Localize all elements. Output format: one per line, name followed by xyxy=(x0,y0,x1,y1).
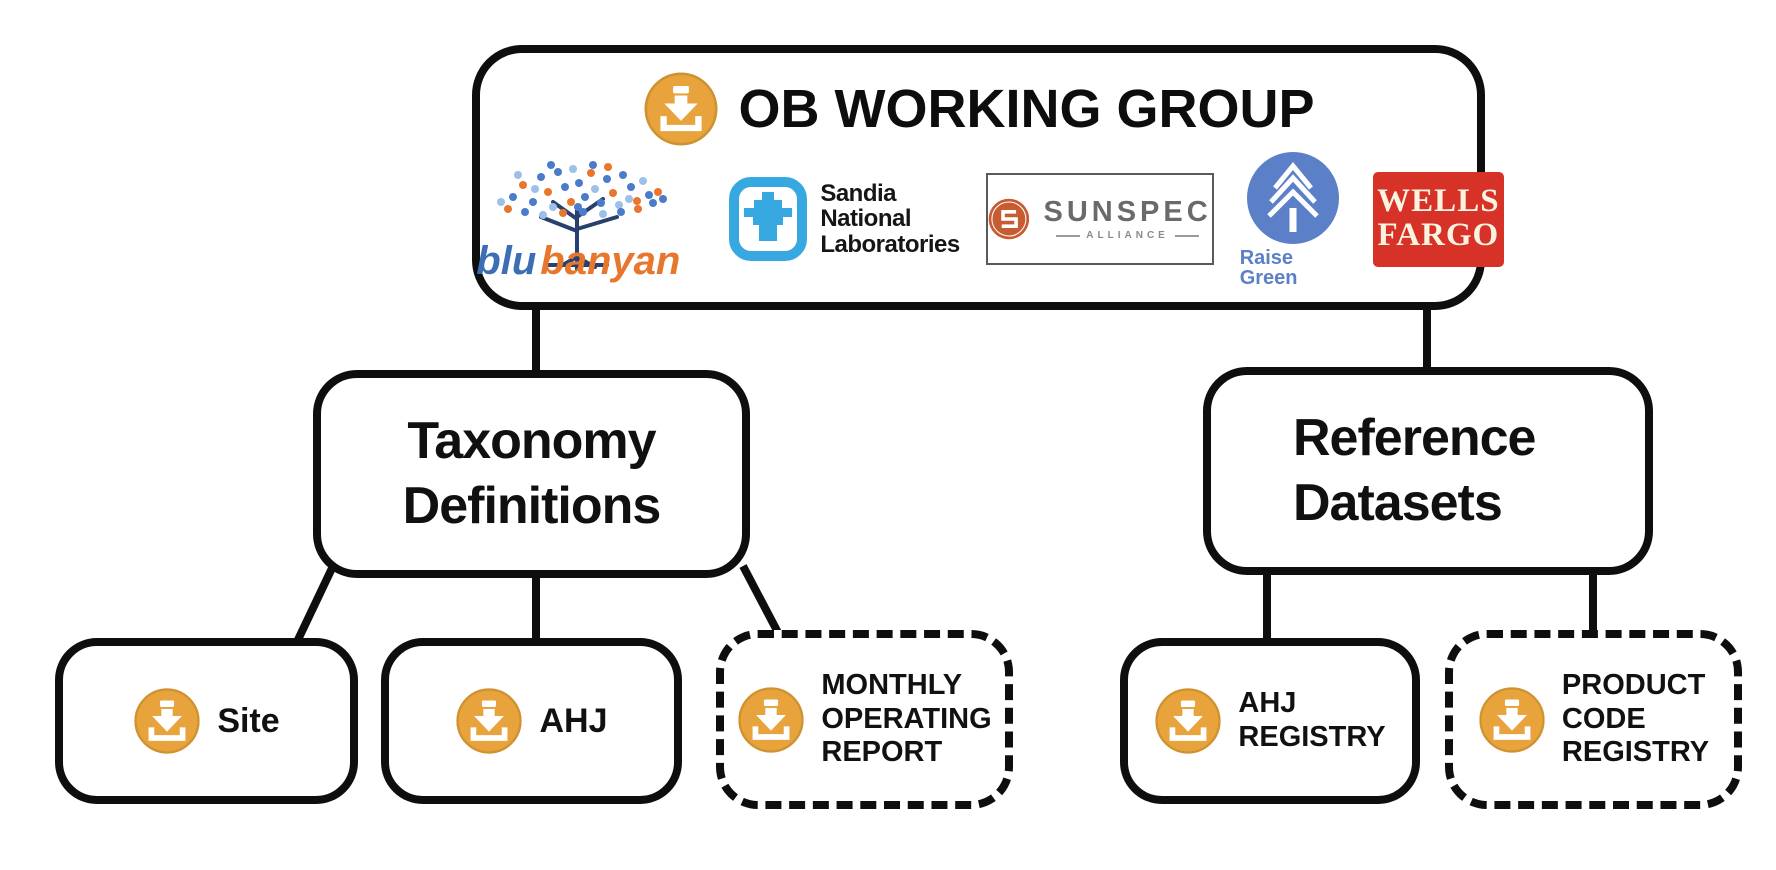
product-code-registry-label: PRODUCT CODE REGISTRY xyxy=(1562,669,1709,771)
node-ob-working-group[interactable]: OB WORKING GROUP xyxy=(472,45,1504,310)
node-product-code-registry[interactable]: PRODUCT CODE REGISTRY xyxy=(1445,630,1742,809)
download-icon[interactable] xyxy=(1478,686,1546,754)
taxonomy-line: Taxonomy xyxy=(407,412,656,470)
node-taxonomy-definitions: Taxonomy Definitions xyxy=(313,370,750,578)
node-ahj-registry[interactable]: AHJ REGISTRY xyxy=(1120,638,1420,804)
node-site[interactable]: Site xyxy=(55,638,358,804)
raise-green-tree-icon xyxy=(1247,152,1340,244)
logo-blu-banyan: blu banyan xyxy=(453,157,703,281)
alliance-dash xyxy=(1174,234,1199,237)
label-line: PRODUCT xyxy=(1561,668,1706,701)
member-logos-row: blu banyan Sandia National Laboratories xyxy=(453,150,1504,288)
logo-raise-green: Raise Green xyxy=(1240,150,1347,288)
label-line: OPERATING xyxy=(821,702,992,735)
site-label: Site xyxy=(217,701,280,740)
sandia-line: National xyxy=(820,205,911,233)
node-reference-datasets: Reference Datasets xyxy=(1203,367,1653,575)
label-line: AHJ xyxy=(1238,687,1297,720)
sandia-wordmark: Sandia National Laboratories xyxy=(820,180,960,258)
connector-taxonomy-site xyxy=(291,562,338,648)
node-monthly-operating-report[interactable]: MONTHLY OPERATING REPORT xyxy=(716,630,1013,809)
alliance-text: ALLIANCE xyxy=(1086,229,1169,241)
label-line: MONTHLY xyxy=(821,668,963,701)
ahj-registry-label: AHJ REGISTRY xyxy=(1238,687,1385,755)
blu-banyan-wordmark: blu banyan xyxy=(453,241,703,281)
taxonomy-line: Definitions xyxy=(402,477,662,535)
page-title: OB WORKING GROUP xyxy=(738,79,1315,139)
label-line: CODE xyxy=(1561,702,1646,735)
reference-line: Datasets xyxy=(1293,474,1503,532)
monthly-operating-report-label: MONTHLY OPERATING REPORT xyxy=(821,669,991,771)
logo-sandia: Sandia National Laboratories xyxy=(729,177,960,261)
blu-banyan-tree-icon xyxy=(497,161,668,271)
sunspec-s-icon xyxy=(988,198,1029,240)
sandia-line: Laboratories xyxy=(820,230,960,258)
sunspec-name: SUNSPEC xyxy=(1043,195,1212,228)
label-line: REPORT xyxy=(821,736,943,769)
node-ahj[interactable]: AHJ xyxy=(381,638,682,804)
download-icon[interactable] xyxy=(133,687,201,755)
sunspec-subtitle: ALLIANCE xyxy=(1056,229,1199,241)
wells-word: WELLS xyxy=(1377,183,1500,220)
ahj-label: AHJ xyxy=(539,701,608,740)
download-icon[interactable] xyxy=(1154,687,1222,755)
logo-sunspec: SUNSPEC ALLIANCE xyxy=(985,173,1214,265)
banyan-word: banyan xyxy=(540,239,681,283)
label-line: REGISTRY xyxy=(1561,736,1710,769)
fargo-word: FARGO xyxy=(1377,217,1500,253)
logo-wells-fargo: WELLS FARGO xyxy=(1373,171,1504,267)
blu-word: blu xyxy=(476,239,537,283)
download-icon[interactable] xyxy=(737,686,805,754)
working-group-header: OB WORKING GROUP xyxy=(643,67,1315,151)
sandia-line: Sandia xyxy=(820,180,897,208)
reference-line: Reference xyxy=(1293,409,1536,467)
sunspec-wordmark: SUNSPEC ALLIANCE xyxy=(1043,195,1212,241)
raise-green-label: Raise Green xyxy=(1239,247,1298,289)
download-icon[interactable] xyxy=(455,687,523,755)
label-line: REGISTRY xyxy=(1238,721,1386,753)
alliance-dash xyxy=(1056,234,1081,237)
download-icon[interactable] xyxy=(643,71,719,147)
sandia-thunderbird-icon xyxy=(729,177,808,261)
